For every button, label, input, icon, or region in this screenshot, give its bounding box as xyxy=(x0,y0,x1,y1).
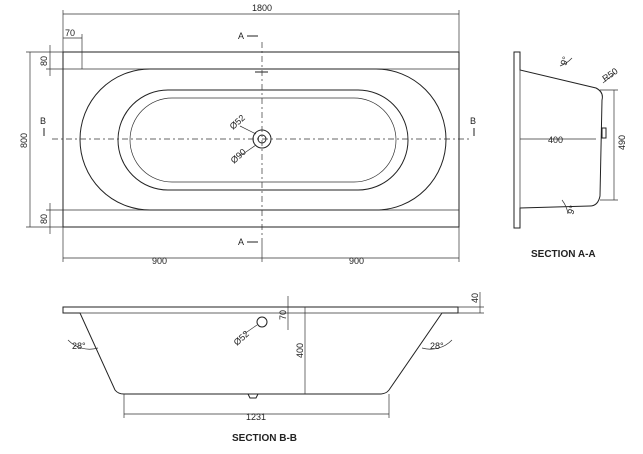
plan-view: A A B B 1800 70 800 80 80 900 xyxy=(19,3,476,266)
waste-leader-1 xyxy=(239,125,257,135)
dim-length-label: 1800 xyxy=(252,3,272,13)
dim-width-label: 800 xyxy=(19,133,29,148)
section-bb-title: SECTION B-B xyxy=(232,433,297,444)
section-bb-waste xyxy=(247,393,259,399)
dim-half-right-label: 900 xyxy=(349,256,364,266)
dim-bb-angle-right-arc xyxy=(421,339,453,350)
plan-outline xyxy=(62,51,460,228)
plan-waste-outer-label: Ø90 xyxy=(229,147,248,166)
section-aa: 400 490 9° 9° R50 SECTION A-A xyxy=(513,51,627,260)
dim-aa-angle-bottom-arc xyxy=(561,199,569,215)
plan-outer-basin xyxy=(79,68,447,211)
dim-aa-angle-top-arc xyxy=(559,57,573,67)
section-bb-overflow xyxy=(256,316,268,328)
section-aa-overflow xyxy=(601,127,607,139)
waste-leader-2 xyxy=(239,144,257,157)
dim-aa-radius-leader xyxy=(602,72,616,84)
section-aa-profile xyxy=(513,51,603,229)
plan-floor xyxy=(129,97,397,183)
dim-bb-angle-left-label: 28° xyxy=(72,341,86,351)
plan-waste-dia-label: Ø52 xyxy=(228,113,247,132)
dim-rim-offset-label: 70 xyxy=(65,28,75,38)
dim-bb-base-label: 1231 xyxy=(246,412,266,422)
section-aa-title: SECTION A-A xyxy=(531,249,596,260)
section-bb: Ø52 70 400 40 28° 28° 1231 SECTION B-B xyxy=(62,292,484,444)
plan-section-a-top: A xyxy=(238,31,244,41)
dim-bb-angle-left-arc xyxy=(67,339,99,350)
section-bb-profile xyxy=(62,306,459,395)
plan-section-b-right: B xyxy=(470,116,476,126)
plan-section-b-left: B xyxy=(40,116,46,126)
dim-aa-width-label: 490 xyxy=(617,135,627,150)
dim-half-left-label: 900 xyxy=(152,256,167,266)
plan-section-a-bottom: A xyxy=(238,237,244,247)
dim-bb-overflow-leader xyxy=(243,324,258,335)
dim-aa-depth-label: 400 xyxy=(548,135,563,145)
dim-rim-bottom-label: 80 xyxy=(39,214,49,224)
dim-bb-overflow-offset-label: 70 xyxy=(278,310,288,320)
dim-bb-depth-label: 400 xyxy=(295,343,305,358)
dim-aa-angle-top-label: 9° xyxy=(558,55,570,67)
plan-inner-basin xyxy=(117,89,409,191)
dim-aa-radius-label: R50 xyxy=(600,66,619,84)
dim-aa-angle-bottom-label: 9° xyxy=(565,204,577,216)
dim-bb-rim-label: 40 xyxy=(470,293,480,303)
dim-bb-angle-right-label: 28° xyxy=(430,341,444,351)
dim-rim-top-label: 80 xyxy=(39,56,49,66)
